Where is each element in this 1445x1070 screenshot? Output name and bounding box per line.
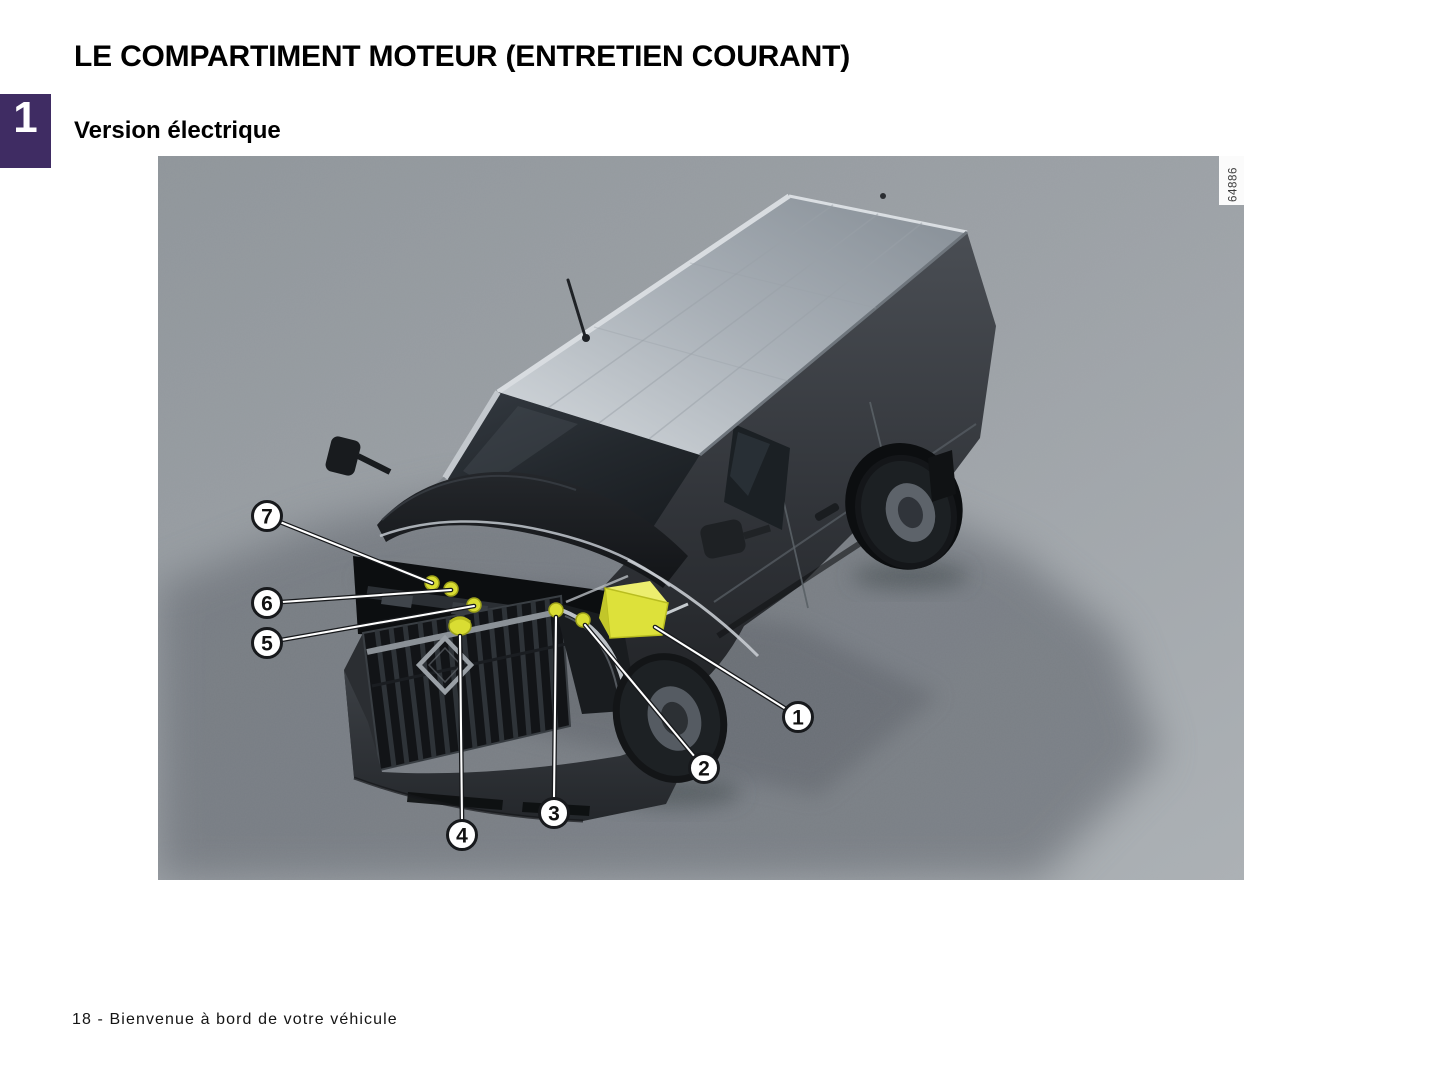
- door-handle: [814, 503, 840, 521]
- van-roof: [498, 196, 967, 455]
- callout-7-number: 7: [261, 506, 273, 529]
- callout-3: 3: [538, 614, 570, 829]
- roof-marker-light: [880, 193, 886, 199]
- figure-ref-tag: 64886: [1219, 156, 1244, 205]
- roof-panel-ribs: [547, 204, 923, 440]
- front-wheel: [612, 653, 728, 783]
- rear-wheel: [845, 443, 963, 570]
- callout-3-number: 3: [548, 803, 560, 826]
- engine-compartment-figure: 7 6 5 4: [158, 156, 1244, 880]
- callout-4: 4: [446, 633, 478, 851]
- callout-5-number: 5: [261, 633, 273, 656]
- callout-5: 5: [251, 603, 477, 659]
- callout-1-number: 1: [792, 707, 804, 730]
- mud-flap: [928, 450, 956, 502]
- callout-6-number: 6: [261, 593, 273, 616]
- callout-2: 2: [582, 622, 720, 784]
- a-pillar: [442, 390, 501, 480]
- page-footer: 18 - Bienvenue à bord de votre véhicule: [72, 1011, 398, 1028]
- callout-4-number: 4: [456, 825, 468, 848]
- antenna-icon: [566, 278, 590, 342]
- van-side-panel: [596, 232, 996, 716]
- left-mirror: [325, 436, 392, 476]
- van: [325, 193, 996, 823]
- section-tab: 1: [0, 94, 51, 168]
- right-mirror: [700, 519, 772, 559]
- page-title: LE COMPARTIMENT MOTEUR (ENTRETIEN COURAN…: [74, 40, 850, 73]
- subtitle: Version électrique: [74, 117, 281, 144]
- callout-6: 6: [251, 587, 454, 619]
- section-tab-number: 1: [13, 93, 38, 142]
- callouts: 7 6 5 4: [251, 500, 814, 851]
- van-illustration: 7 6 5 4: [158, 156, 1244, 880]
- callout-1: 1: [652, 624, 814, 733]
- figure-ref-number: 64886: [1228, 167, 1240, 202]
- highlight-box-item1: [599, 581, 669, 639]
- callout-7: 7: [251, 500, 435, 586]
- callout-2-number: 2: [698, 758, 710, 781]
